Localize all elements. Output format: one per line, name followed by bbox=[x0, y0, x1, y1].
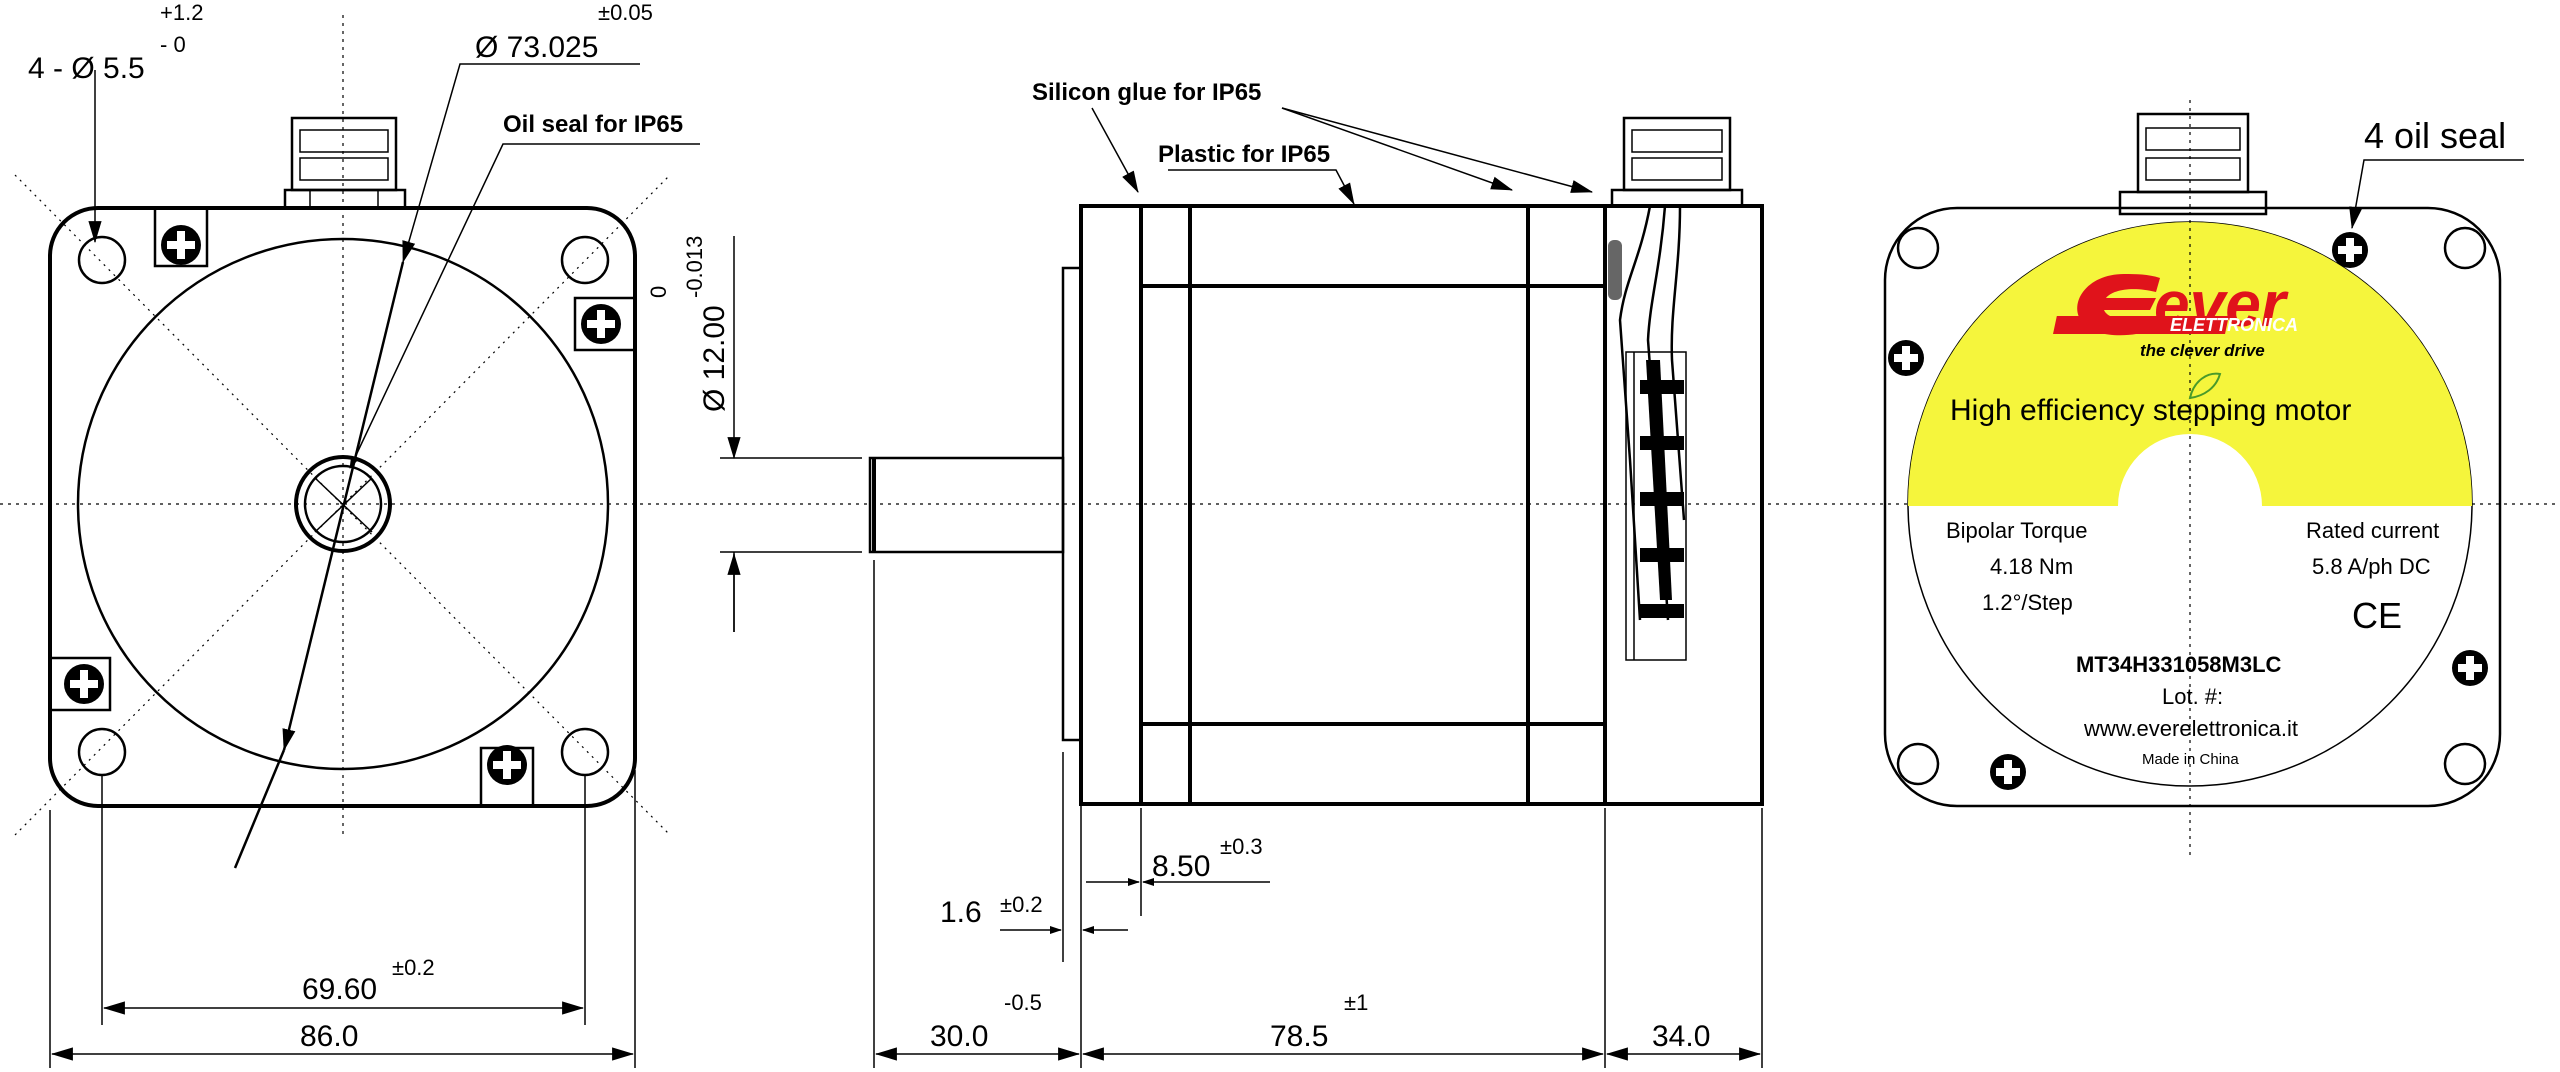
oil-seal-note-text: Oil seal for IP65 bbox=[503, 111, 683, 138]
hole-tol-upper-text: +1.2 bbox=[160, 0, 203, 25]
oil-seal-leader bbox=[349, 143, 700, 469]
shaft-diameter-dimension: Ø 12.00 0 -0.013 bbox=[646, 236, 862, 632]
body-length-tol-text: ±1 bbox=[1344, 990, 1368, 1015]
side-view: Silicon glue for IP65 Plastic for IP65 8… bbox=[868, 79, 1764, 1068]
mounting-hole-bottom-right bbox=[560, 727, 610, 777]
rear-length-dim-text: 34.0 bbox=[1652, 1020, 1710, 1053]
front-view: 4 - Ø 5.5 +1.2 - 0 Ø 73.025 ±0.05 Oil se… bbox=[14, 0, 700, 1068]
spec-left-step-text: 1.2°/Step bbox=[1982, 590, 2073, 615]
silicon-glue-note-text: Silicon glue for IP65 bbox=[1032, 79, 1261, 106]
plastic-note-text: Plastic for IP65 bbox=[1158, 141, 1330, 168]
ce-mark-text: CE bbox=[2352, 595, 2402, 636]
shaft-tol-lower-text: -0.013 bbox=[682, 236, 707, 298]
silicon-glue-leader-a bbox=[1091, 107, 1139, 193]
brand-sub-text: ELETTRONICA bbox=[2170, 315, 2298, 335]
made-in-text: Made in China bbox=[2142, 751, 2239, 768]
mounting-hole-bottom-left bbox=[77, 727, 127, 777]
front-screw-left bbox=[48, 656, 112, 712]
spec-left-value-text: 4.18 Nm bbox=[1990, 554, 2073, 579]
front-screw-bottom bbox=[479, 745, 535, 808]
tagline-text: the clever drive bbox=[2140, 341, 2265, 360]
hole-dim-text: 4 - Ø 5.5 bbox=[28, 52, 145, 85]
silicon-glue-leader-c bbox=[1281, 107, 1594, 193]
bolt-circle-dim-text: Ø 73.025 bbox=[475, 31, 598, 64]
rear-oil-seal-leader bbox=[2349, 159, 2524, 230]
hole-spacing-tol-text: ±0.2 bbox=[392, 955, 435, 980]
spec-left-title-text: Bipolar Torque bbox=[1946, 518, 2087, 543]
headline-text: High efficiency stepping motor bbox=[1950, 394, 2351, 427]
rear-hole-top-left bbox=[1896, 226, 1940, 270]
flange-dim-text: 8.50 bbox=[1152, 850, 1210, 883]
front-screw-top bbox=[153, 206, 209, 268]
rear-hole-top-right bbox=[2443, 226, 2487, 270]
side-shaft bbox=[868, 456, 1065, 554]
shaft-tol-upper-text: 0 bbox=[646, 286, 671, 298]
spec-right-value-text: 5.8 A/ph DC bbox=[2312, 554, 2431, 579]
rear-connector bbox=[2118, 112, 2268, 216]
silicon-glue-leader-b bbox=[1281, 107, 1514, 191]
rear-flange-outline bbox=[1883, 206, 2502, 808]
brand-sub-bar bbox=[2053, 316, 2229, 334]
rear-oil-seal-note-text: 4 oil seal bbox=[2364, 115, 2506, 156]
flange-tol-text: ±0.3 bbox=[1220, 834, 1263, 859]
lot-text: Lot. #: bbox=[2162, 684, 2223, 709]
rear-hole-bottom-left bbox=[1896, 742, 1940, 786]
shaft-length-dim-text: 30.0 bbox=[930, 1020, 988, 1053]
front-pilot-circle bbox=[76, 237, 610, 771]
side-wire-bundle bbox=[1608, 205, 1687, 661]
pilot-dim-text: 1.6 bbox=[940, 896, 982, 929]
bolt-circle-tol-text: ±0.05 bbox=[598, 0, 653, 25]
brand-logo: ever ELETTRONICA the clever drive bbox=[2053, 268, 2298, 360]
rear-oil-seal-screws bbox=[1888, 232, 2488, 790]
hole-spacing-dim-text: 69.60 bbox=[302, 973, 377, 1006]
bolt-circle-diameter-line bbox=[282, 261, 405, 752]
front-connector bbox=[283, 116, 407, 210]
website-text: www.everelettronica.it bbox=[2083, 716, 2298, 741]
bolt-circle-leader bbox=[402, 63, 640, 264]
bolt-circle-leader-tail bbox=[233, 749, 286, 869]
body-length-dim-text: 78.5 bbox=[1270, 1020, 1328, 1053]
spec-right-title-text: Rated current bbox=[2306, 518, 2439, 543]
side-connector bbox=[1610, 116, 1744, 208]
model-text: MT34H331058M3LC bbox=[2076, 652, 2282, 677]
shaft-length-tol-text: -0.5 bbox=[1004, 990, 1042, 1015]
shaft-dim-text: Ø 12.00 bbox=[698, 305, 731, 412]
width-dim-text: 86.0 bbox=[300, 1020, 358, 1053]
front-screw-right bbox=[573, 296, 637, 352]
mounting-hole-top-right bbox=[560, 235, 610, 285]
plastic-leader bbox=[1168, 169, 1355, 205]
leaf-icon bbox=[2188, 372, 2222, 400]
pilot-tol-text: ±0.2 bbox=[1000, 892, 1043, 917]
hole-tol-lower-text: - 0 bbox=[160, 32, 186, 57]
front-diagonal-centerline-b bbox=[14, 174, 671, 836]
mounting-hole-top-left bbox=[77, 235, 127, 285]
rear-view: 4 oil seal ever ELETTRONICA the clever d… bbox=[1883, 100, 2524, 860]
rear-hole-bottom-right bbox=[2443, 742, 2487, 786]
front-diagonal-centerline-a bbox=[14, 174, 671, 836]
